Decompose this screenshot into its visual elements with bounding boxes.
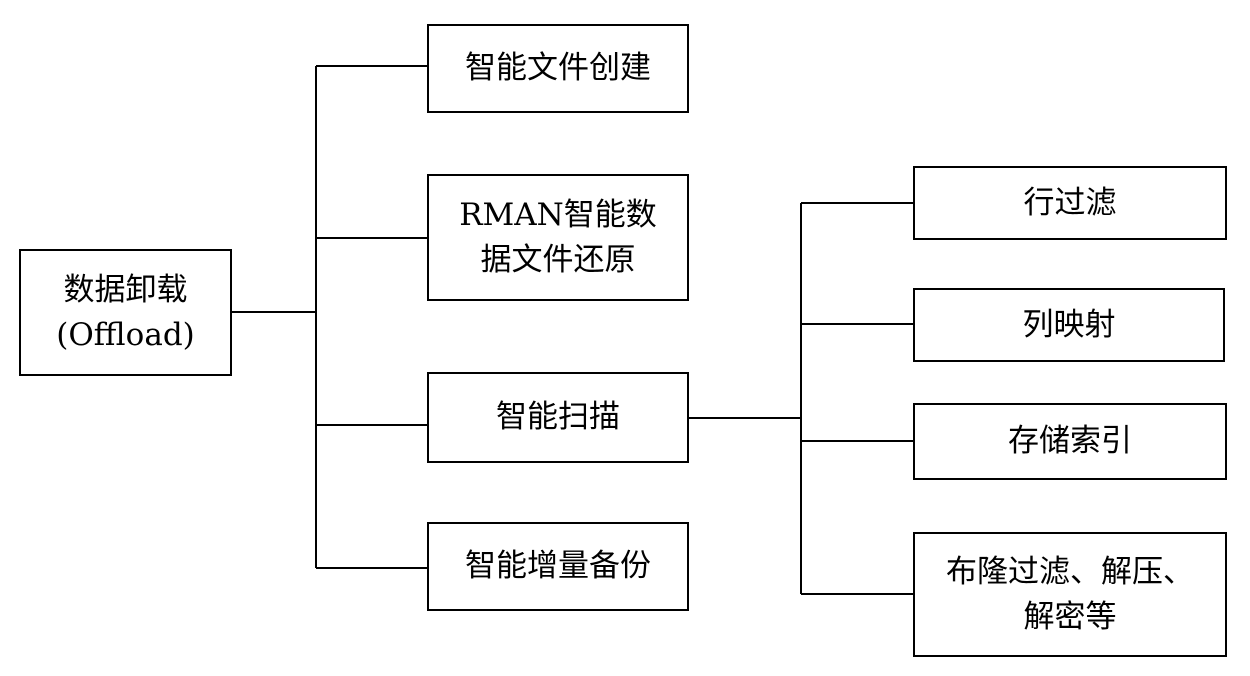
- node-row-filter-label: 行过滤: [1023, 184, 1117, 221]
- node-rman-restore-line1: RMAN智能数: [459, 196, 657, 233]
- node-offload: 数据卸载 (Offload): [19, 249, 232, 376]
- node-smart-file-creation-label: 智能文件创建: [465, 50, 651, 87]
- node-storage-index-label: 存储索引: [1008, 423, 1132, 460]
- node-rman-restore: RMAN智能数 据文件还原: [427, 174, 689, 301]
- node-smart-scan: 智能扫描: [427, 372, 689, 463]
- node-smart-scan-label: 智能扫描: [496, 399, 620, 436]
- node-rman-restore-line2: 据文件还原: [480, 241, 636, 278]
- node-offload-line1: 数据卸载: [63, 271, 188, 308]
- node-bloom-filter-decompress-decrypt: 布隆过滤、解压、 解密等: [913, 532, 1227, 657]
- node-smart-incremental-backup: 智能增量备份: [427, 522, 689, 611]
- node-bloom-filter-line1: 布隆过滤、解压、: [946, 553, 1194, 590]
- node-bloom-filter-line2: 解密等: [1023, 598, 1117, 635]
- node-row-filter: 行过滤: [913, 166, 1227, 240]
- node-offload-line2: (Offload): [56, 316, 195, 353]
- node-smart-incremental-backup-label: 智能增量备份: [465, 548, 651, 585]
- node-column-projection-label: 列映射: [1022, 306, 1116, 343]
- node-storage-index: 存储索引: [913, 403, 1227, 480]
- node-column-projection: 列映射: [913, 288, 1225, 362]
- node-smart-file-creation: 智能文件创建: [427, 24, 689, 113]
